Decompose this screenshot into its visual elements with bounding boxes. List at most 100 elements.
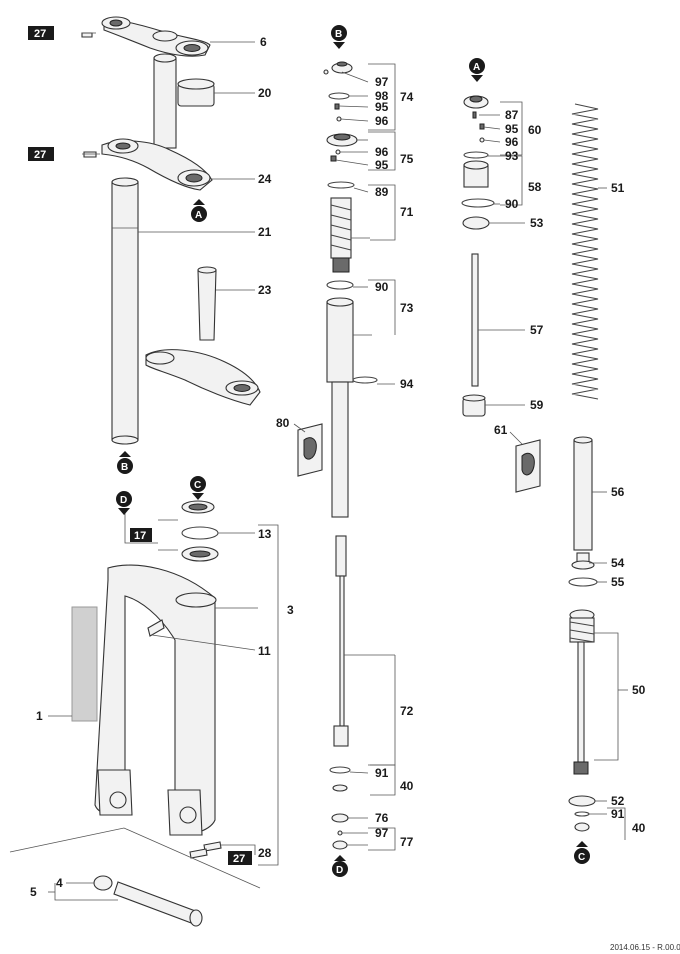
label-3: 3 [287, 603, 294, 617]
label-87: 87 [505, 108, 519, 122]
decal-61 [515, 439, 541, 493]
valve-11 [147, 619, 165, 637]
label-74: 74 [400, 90, 414, 104]
label-20: 20 [258, 86, 272, 100]
cap-75 [326, 133, 358, 162]
part-number-labels: 6 20 24 21 23 97 98 95 96 74 96 95 75 89… [30, 35, 646, 899]
label-1: 1 [36, 709, 43, 723]
label-59: 59 [530, 398, 544, 412]
lower-legs-3 [94, 564, 217, 836]
stanchion-tube-21 [111, 177, 139, 445]
label-73: 73 [400, 301, 414, 315]
label-96-c: 96 [505, 135, 519, 149]
tube-56 [573, 436, 593, 551]
box-label-27-mid: 27 [34, 149, 46, 161]
label-6: 6 [260, 35, 267, 49]
label-52: 52 [611, 794, 625, 808]
bolt-27-top [81, 32, 93, 38]
label-54: 54 [611, 556, 625, 570]
label-51: 51 [611, 181, 625, 195]
label-40-a: 40 [400, 779, 414, 793]
label-95-a: 95 [375, 100, 389, 114]
coil-spring-51 [571, 103, 599, 400]
marker-a-upper: A [473, 62, 480, 73]
label-93: 93 [505, 149, 519, 163]
boxed-labels: 27 27 17 27 [28, 26, 252, 865]
label-75: 75 [400, 152, 414, 166]
rod-57 [471, 253, 479, 387]
label-80: 80 [276, 416, 290, 430]
label-90-b: 90 [505, 197, 519, 211]
seal-13 [181, 500, 219, 562]
bolts-28 [189, 841, 222, 859]
marker-b-upper: B [335, 29, 342, 40]
marker-c-upper: C [194, 480, 201, 491]
label-50: 50 [632, 683, 646, 697]
top-cap-60 [463, 95, 489, 143]
label-97-a: 97 [375, 75, 389, 89]
label-91-a: 91 [375, 766, 389, 780]
headset-spacer-20 [177, 78, 215, 107]
marker-b-lower: B [121, 462, 128, 473]
label-60: 60 [528, 123, 542, 137]
crown-steerer-assembly-23 [145, 266, 261, 406]
label-53: 53 [530, 216, 544, 230]
bolt-27-mid [83, 151, 97, 158]
label-24: 24 [258, 172, 272, 186]
label-61: 61 [494, 423, 508, 437]
lower-crown-24 [101, 138, 213, 191]
label-55: 55 [611, 575, 625, 589]
marker-c-lower: C [578, 852, 585, 863]
reference-markers: B A B A D C D C [116, 25, 590, 877]
damper-tube-73 [326, 280, 378, 518]
label-77: 77 [400, 835, 414, 849]
decal-80 [297, 423, 323, 477]
label-97-b: 97 [375, 826, 389, 840]
nut-76-77 [331, 813, 349, 850]
label-57: 57 [530, 323, 544, 337]
label-40-b: 40 [632, 821, 646, 835]
label-95-b: 95 [375, 158, 389, 172]
marker-d-upper: D [120, 495, 127, 506]
rod-72 [329, 535, 351, 792]
damper-assembly-50 [568, 609, 596, 832]
label-96-a: 96 [375, 114, 389, 128]
label-28: 28 [258, 846, 272, 860]
label-96-b: 96 [375, 145, 389, 159]
label-58: 58 [528, 180, 542, 194]
label-4: 4 [56, 876, 63, 890]
label-71: 71 [400, 205, 414, 219]
upper-crown [101, 16, 211, 57]
label-91-b: 91 [611, 807, 625, 821]
air-piston-58 [461, 151, 495, 230]
label-76: 76 [375, 811, 389, 825]
label-98: 98 [375, 89, 389, 103]
cap-97-98 [323, 61, 353, 122]
label-56: 56 [611, 485, 625, 499]
box-label-27-top: 27 [34, 28, 46, 40]
damper-71 [327, 181, 355, 273]
marker-d-lower: D [336, 865, 343, 876]
label-94: 94 [400, 377, 414, 391]
label-72: 72 [400, 704, 414, 718]
label-5: 5 [30, 885, 37, 899]
bumper-59 [462, 394, 486, 417]
box-label-17: 17 [134, 530, 146, 542]
axle-4 [93, 875, 203, 927]
label-90-a: 90 [375, 280, 389, 294]
axle-guide-line [9, 827, 261, 889]
label-11: 11 [258, 644, 271, 658]
steerer-tube [153, 53, 177, 149]
marker-a-lower: A [195, 210, 202, 221]
label-21: 21 [258, 225, 272, 239]
box-label-27-bottom: 27 [233, 853, 245, 865]
label-23: 23 [258, 283, 272, 297]
seal-54-55 [568, 552, 598, 587]
revision-footer: 2014.06.15 - R.00.00 [610, 943, 680, 952]
leader-lines [48, 32, 628, 901]
sticker-1 [71, 606, 98, 722]
label-89: 89 [375, 185, 389, 199]
label-95-c: 95 [505, 122, 519, 136]
label-13: 13 [258, 527, 272, 541]
